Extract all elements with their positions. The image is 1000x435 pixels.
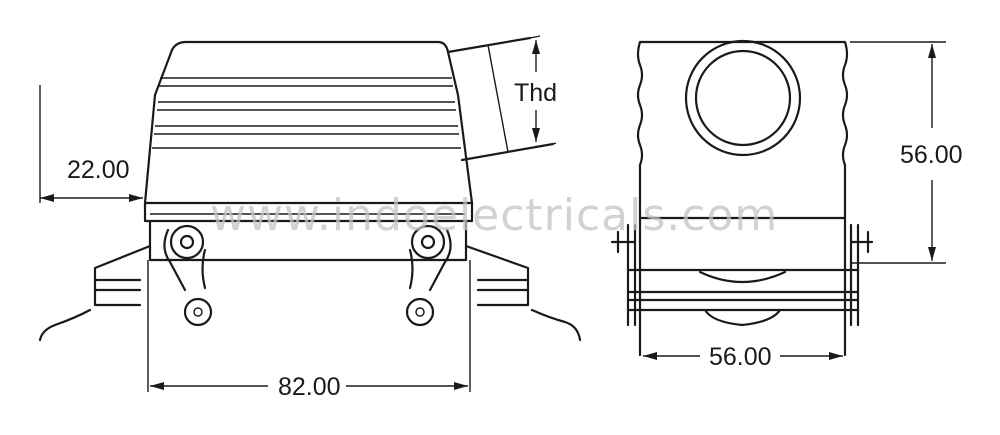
front-latch-top [698, 270, 787, 284]
dim-side-offset: 22.00 [67, 156, 130, 184]
dim-front-height: 56.00 [900, 141, 963, 169]
cable-entry-inner [487, 44, 509, 153]
lower-housing [148, 219, 468, 262]
dim-front-width: 56.00 [709, 343, 772, 371]
cable-entry-outer [684, 39, 802, 157]
front-pin-right [849, 223, 874, 327]
front-latch-bottom [703, 308, 782, 327]
left-locking-lever [163, 224, 213, 327]
base-plate [143, 201, 474, 223]
right-locking-lever [405, 224, 452, 327]
left-clip [38, 244, 152, 342]
cable-entry-inner [694, 49, 792, 147]
side-view: 22.00 82.00 Thd [38, 35, 582, 401]
watermark: www.indoelectricals.com [210, 190, 778, 241]
right-clip [464, 244, 582, 342]
dim-thread: Thd [514, 79, 557, 107]
front-lever-bar [626, 268, 860, 312]
front-pin-left [610, 223, 637, 327]
front-view: 56.00 56.00 [610, 39, 963, 371]
dim-side-width: 82.00 [278, 373, 341, 401]
hood-outline [143, 40, 474, 205]
front-base [638, 216, 847, 357]
